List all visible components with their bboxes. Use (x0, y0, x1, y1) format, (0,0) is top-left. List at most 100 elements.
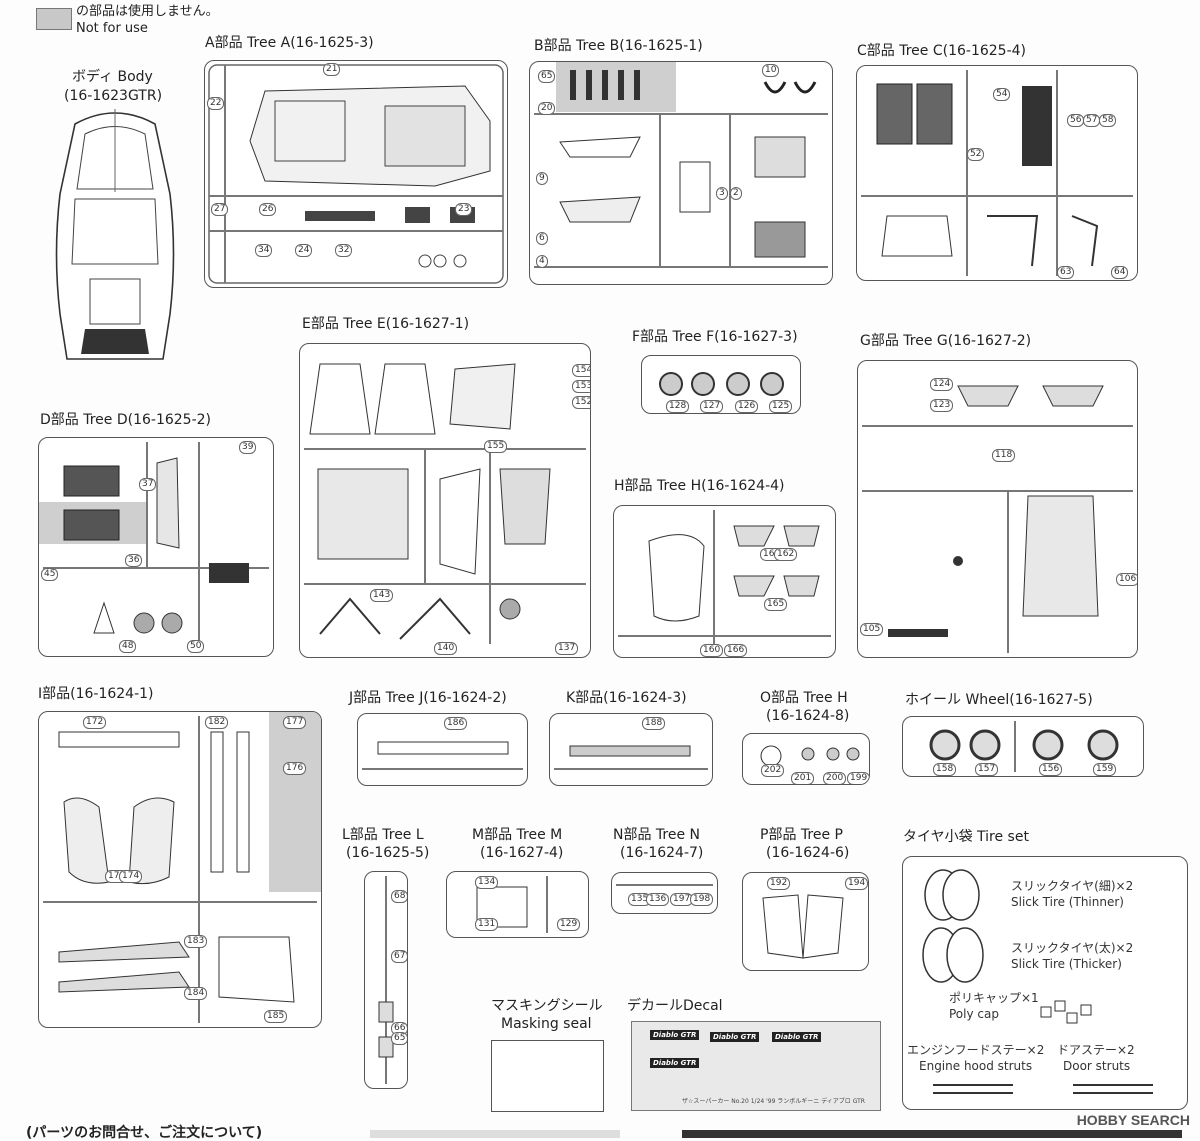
tire-set-box: スリックタイヤ(細)×2 Slick Tire (Thinner) スリックタイ… (902, 856, 1188, 1110)
tree-l-title: L部品 Tree L (342, 827, 424, 843)
part-number: 3 (716, 187, 728, 200)
tree-k-sprues (554, 745, 708, 770)
tree-f-title: F部品 Tree F(16-1627-3) (632, 329, 798, 345)
part-number: 56 (1067, 114, 1085, 127)
decal-strip: Diablo GTR (772, 1032, 822, 1042)
part-number: 162 (774, 548, 798, 561)
part-number: 202 (761, 764, 785, 777)
part-number: 159 (1093, 763, 1117, 776)
legend-jp: の部品は使用しません。 (76, 4, 219, 19)
tree-k: 188 (549, 713, 713, 786)
tree-b-sprues (534, 70, 828, 268)
part-number: 65 (391, 1032, 407, 1045)
door-struts-jp: ドアステー×2 (1057, 1043, 1135, 1057)
part-number: 64 (1111, 266, 1129, 279)
tree-e-title: E部品 Tree E(16-1627-1) (302, 316, 470, 332)
struts-icon (933, 1084, 1153, 1094)
tree-l: 68 67 66 65 (364, 871, 408, 1089)
tree-d: 39 37 36 45 48 50 (38, 437, 274, 657)
part-number: 6 (536, 232, 548, 245)
part-number: 4 (536, 255, 548, 268)
tree-a-title: A部品 Tree A(16-1625-3) (205, 35, 374, 51)
decal-title: デカールDecal (627, 998, 723, 1014)
tree-i: 172 182 177 176 173 174 183 184 185 (38, 711, 322, 1028)
part-number: 197 (670, 893, 694, 906)
tree-a-sprues (208, 64, 504, 284)
hood-struts-en: Engine hood struts (919, 1059, 1033, 1073)
footer-gray-bar (370, 1130, 620, 1138)
tree-m-code: (16-1627-4) (480, 845, 564, 861)
part-number: 63 (1057, 266, 1075, 279)
part-number: 52 (967, 148, 985, 161)
part-number: 105 (860, 623, 884, 636)
part-number: 140 (434, 642, 458, 655)
part-number: 26 (259, 203, 277, 216)
part-number: 45 (41, 568, 59, 581)
part-number: 156 (1039, 763, 1063, 776)
part-number: 126 (735, 400, 759, 413)
tree-p-sprues (762, 894, 844, 959)
decal-strip: Diablo GTR (650, 1058, 700, 1068)
tree-j-title: J部品 Tree J(16-1624-2) (349, 690, 507, 706)
tree-h-sprues (618, 510, 831, 653)
tree-i-sprues (43, 716, 317, 1023)
part-number: 54 (993, 88, 1011, 101)
part-number: 124 (930, 378, 954, 391)
footer-text: (パーツのお問合せ、ご注文について) (26, 1125, 263, 1141)
body-shell-drawing (55, 109, 175, 360)
tree-p: 192 194 (742, 872, 869, 971)
tree-h: 161 162 165 160 166 (613, 505, 836, 658)
tire-thick-jp: スリックタイヤ(太)×2 (1011, 941, 1134, 955)
part-number: 48 (119, 640, 137, 653)
part-number: 106 (1116, 573, 1137, 586)
part-number: 143 (370, 589, 394, 602)
not-for-use-area (269, 712, 321, 892)
watermark: HOBBY SEARCH (1076, 1112, 1190, 1128)
part-number: 165 (764, 598, 788, 611)
tire-icons (922, 869, 984, 983)
tree-d-title: D部品 Tree D(16-1625-2) (40, 412, 212, 428)
tree-h-title: H部品 Tree H(16-1624-4) (614, 478, 785, 494)
part-number: 200 (823, 772, 847, 784)
part-number: 50 (187, 640, 205, 653)
polycap-en: Poly cap (949, 1007, 999, 1021)
part-number: 68 (391, 890, 407, 903)
part-number: 194 (845, 877, 868, 890)
door-struts-en: Door struts (1063, 1059, 1131, 1073)
tree-k-title: K部品(16-1624-3) (566, 690, 687, 706)
decal-footer-text: ザ☆スーパーカー No.20 1/24 '99 ランボルギーニ ディアブロ GT… (682, 1098, 865, 1105)
masking-seal-box (491, 1040, 604, 1112)
part-number: 22 (207, 97, 225, 110)
tree-m-title: M部品 Tree M (472, 827, 563, 843)
part-number: 155 (484, 440, 508, 453)
part-number: 131 (475, 918, 499, 931)
tree-l-sprues (378, 876, 394, 1084)
part-number: 199 (847, 772, 869, 784)
tree-e-sprues (304, 363, 586, 644)
tree-n-code: (16-1624-7) (620, 845, 704, 861)
part-number: 67 (391, 950, 407, 963)
decal-sheet: Diablo GTR Diablo GTR Diablo GTR Diablo … (631, 1021, 881, 1111)
part-number: 198 (690, 893, 714, 906)
body-title: ボディ Body (72, 69, 153, 85)
legend-en: Not for use (76, 21, 148, 36)
part-number: 58 (1099, 114, 1117, 127)
part-number: 125 (769, 400, 793, 413)
tree-n-sprues (616, 884, 713, 886)
part-number: 137 (555, 642, 579, 655)
tree-b: 65 20 10 9 6 4 3 2 (529, 61, 833, 285)
tree-i-title: I部品(16-1624-1) (38, 686, 154, 702)
tire-thin-en: Slick Tire (Thinner) (1011, 895, 1124, 909)
part-number: 23 (455, 203, 473, 216)
part-number: 134 (475, 876, 499, 889)
not-for-use-swatch (36, 8, 72, 30)
tree-p-code: (16-1624-6) (766, 845, 850, 861)
part-number: 157 (975, 763, 999, 776)
part-number: 182 (205, 716, 229, 729)
polycap-icon (1040, 1000, 1092, 1024)
decal-strip: Diablo GTR (710, 1032, 760, 1042)
part-number: 10 (762, 64, 780, 77)
tree-j-sprues (362, 741, 523, 770)
masking-en: Masking seal (501, 1016, 592, 1032)
tree-o-code: (16-1624-8) (766, 708, 850, 724)
